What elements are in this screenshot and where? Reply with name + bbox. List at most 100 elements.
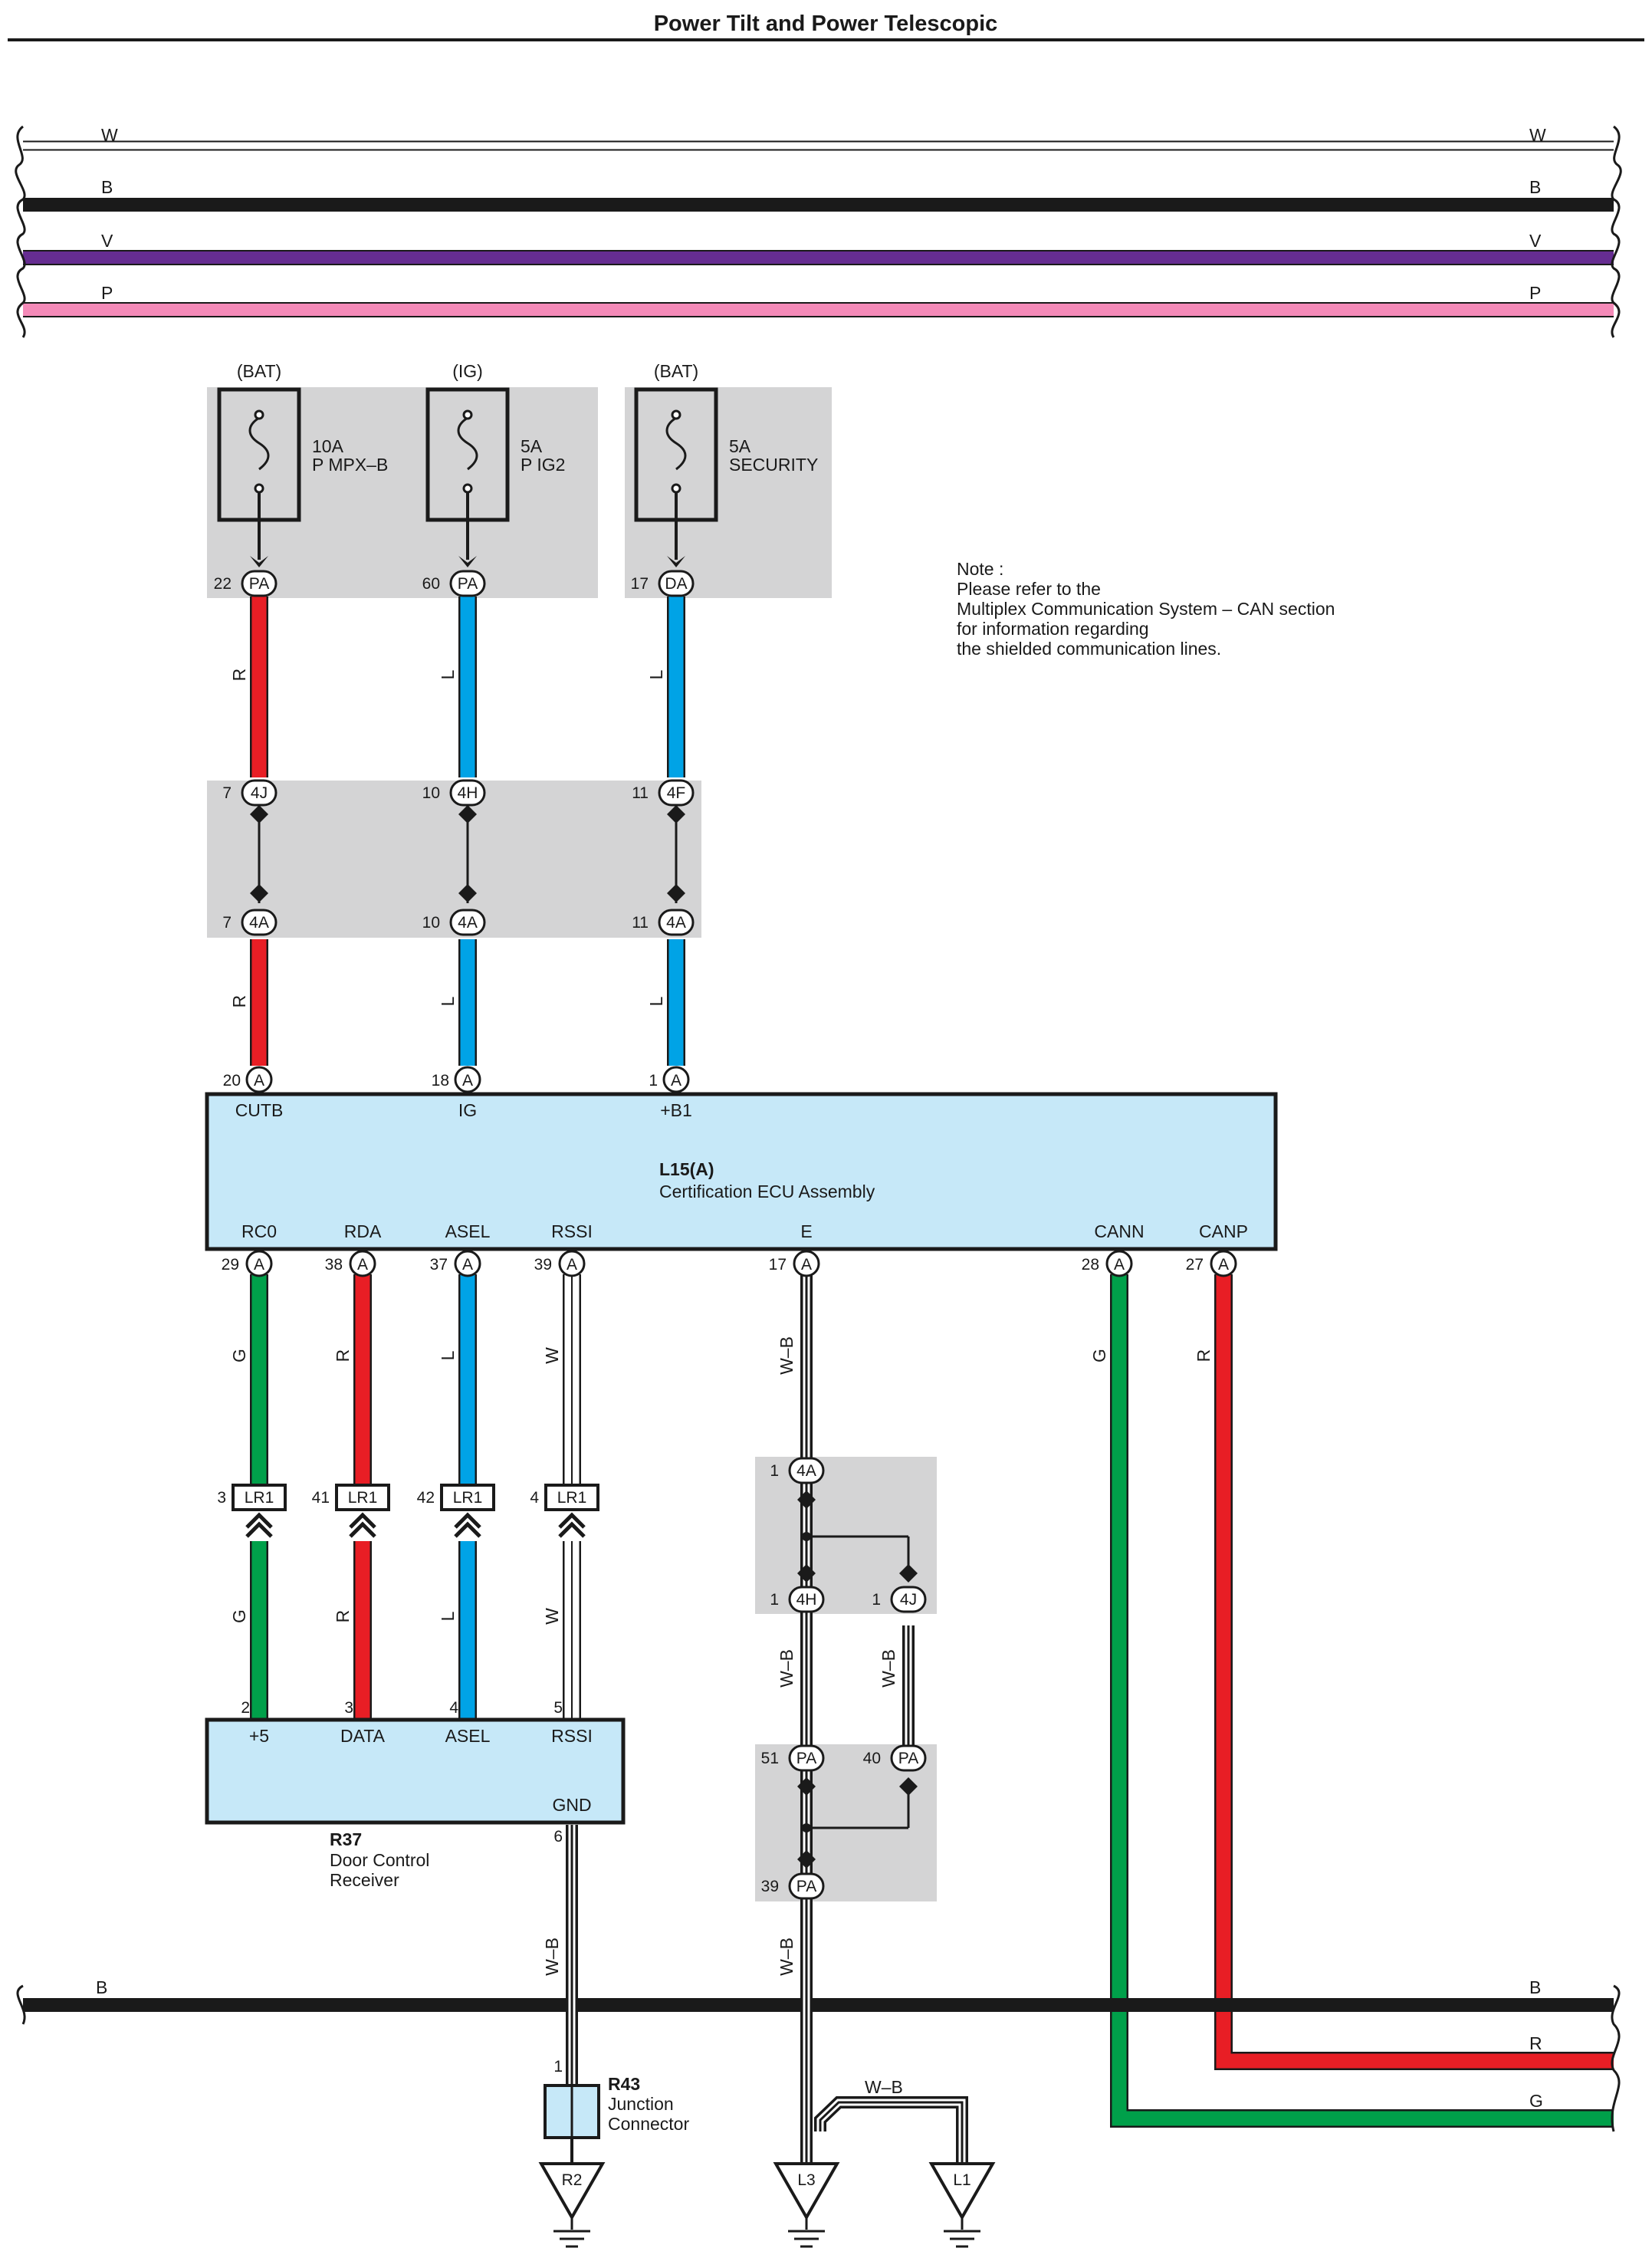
connector-code: A xyxy=(462,1072,473,1090)
pin-number: 1 xyxy=(553,2058,563,2076)
arrow-down-icon xyxy=(458,556,477,567)
chevron-down-icon xyxy=(250,884,268,902)
connector-code: A xyxy=(357,1256,368,1274)
fuse-element-icon xyxy=(665,416,687,471)
wire-color-label: R xyxy=(1194,1349,1214,1362)
ground-branch-l1: W–B xyxy=(814,2077,968,2164)
ecu-terminal-label: RSSI xyxy=(551,1221,593,1241)
wire-color-label: L xyxy=(646,996,666,1006)
lower-wires: G R L W W–B G R G R L W W–B W–B W–B W–B xyxy=(229,1274,1614,2208)
ecu-pin-e: A 17 xyxy=(769,1250,820,1277)
pin-number: 27 xyxy=(1186,1256,1204,1274)
fuse-source-label: (BAT) xyxy=(654,361,698,381)
upper-join-links xyxy=(250,805,685,903)
pin-number: 20 xyxy=(223,1072,241,1090)
pin-number: 18 xyxy=(432,1072,449,1090)
receiver-name-line-2: Receiver xyxy=(330,1870,399,1890)
ecu-body xyxy=(205,1092,1278,1251)
fuse-amp: 10A xyxy=(312,436,344,456)
pin-number: 3 xyxy=(217,1489,226,1507)
wire-color-label: R xyxy=(229,669,249,682)
ecu-top-pins: A 20 A 18 A 1 xyxy=(223,1066,690,1093)
connector-4f-11: 4F 11 xyxy=(632,779,695,807)
connector-code: A xyxy=(801,1256,812,1274)
pin-number: 1 xyxy=(770,1462,779,1480)
bus-label-b-left: B xyxy=(101,177,113,197)
splice-point xyxy=(802,1823,811,1832)
ground-connector-pa-39: PA 39 xyxy=(761,1872,825,1900)
ground-label: L3 xyxy=(797,2171,815,2189)
receiver-name-line-1: Door Control xyxy=(330,1850,429,1870)
chevron-up-icon xyxy=(899,1777,918,1796)
join-connectors: 4J 7 4H 10 4F 11 4A 7 4A 10 4A 11 xyxy=(222,779,695,936)
ecu-terminal-label: RDA xyxy=(344,1221,382,1241)
ground-l3: L3 xyxy=(773,2162,840,2248)
wire-color-label: W–B xyxy=(542,1938,562,1976)
note-line-2: Please refer to the xyxy=(957,579,1101,599)
pin-number: 6 xyxy=(553,1828,563,1846)
pin-number: 4 xyxy=(530,1489,539,1507)
pin-number: 1 xyxy=(649,1072,658,1090)
receiver-terminal-label: ASEL xyxy=(445,1726,491,1746)
door-control-receiver: 2 3 4 5 +5 DATA ASEL RSSI GND R37 Door C… xyxy=(205,1699,626,1890)
connector-code: 4A xyxy=(666,914,686,932)
wire-red-canp xyxy=(1216,1274,1614,2069)
pin-number: 28 xyxy=(1082,1256,1099,1274)
join-link-3 xyxy=(667,805,685,903)
ground-symbols: R2 L3 L1 xyxy=(538,2162,996,2248)
pin-number: 60 xyxy=(422,575,440,593)
ecu-terminal-label: CANN xyxy=(1094,1221,1144,1241)
ecu-pin-rc0: A 29 xyxy=(222,1250,273,1277)
pin-number: 41 xyxy=(312,1489,330,1507)
chevron-down-icon xyxy=(797,1850,816,1869)
ecu-pin-asel: A 37 xyxy=(430,1250,481,1277)
connector-code: 4A xyxy=(249,914,269,932)
ecu-terminal-label: +B1 xyxy=(660,1100,692,1120)
connector-code: A xyxy=(1114,1256,1125,1274)
pin-number: 10 xyxy=(422,784,440,802)
connector-code: A xyxy=(254,1256,264,1274)
pin-number: 5 xyxy=(553,1699,563,1717)
pin-number: 42 xyxy=(417,1489,435,1507)
connector-code: PA xyxy=(458,575,478,593)
pin-number: 22 xyxy=(214,575,232,593)
pin-number: 29 xyxy=(222,1256,239,1274)
wire-color-label: L xyxy=(438,1611,458,1621)
ecu-pin-canp: A 27 xyxy=(1186,1250,1237,1277)
ground-icon xyxy=(773,2162,840,2221)
bus-label-v-left: V xyxy=(101,231,113,251)
ecu-pin-cann: A 28 xyxy=(1082,1250,1133,1277)
ecu-reference: L15(A) xyxy=(659,1159,714,1179)
lr1-pin-3: LR1 3 xyxy=(217,1484,287,1538)
connector-code: A xyxy=(462,1256,473,1274)
ecu-pin-rssi: A 39 xyxy=(534,1250,586,1277)
fuses: (BAT) 10A P MPX–B (IG) 5A P IG2 (BAT) xyxy=(217,361,818,560)
connector-chevron-icon xyxy=(558,1512,586,1538)
ecu-bottom-pins: A 29 A 38 A 37 A 39 A 17 A 28 xyxy=(222,1250,1237,1277)
fuse-source-label: (IG) xyxy=(452,361,483,381)
junction-name-line-2: Connector xyxy=(608,2114,689,2134)
ecu-terminal-label: RC0 xyxy=(241,1221,277,1241)
pin-number: 11 xyxy=(632,784,649,802)
wire-color-label: L xyxy=(438,1350,458,1360)
fuse-amp: 5A xyxy=(729,436,751,456)
join-link-1 xyxy=(250,805,268,903)
ecu-pin-rda: A 38 xyxy=(325,1250,376,1277)
connector-code: LR1 xyxy=(557,1489,587,1507)
pin-number: 1 xyxy=(770,1591,779,1609)
break-mark-right xyxy=(1611,1984,1621,2132)
chevron-down-icon xyxy=(899,1564,918,1583)
connector-code: 4H xyxy=(796,1591,817,1609)
ground-connector-4j: 4J 1 xyxy=(872,1586,927,1613)
wire-color-label: L xyxy=(646,669,666,679)
wire-color-label: R xyxy=(229,995,249,1008)
bus-label-w-right: W xyxy=(1529,125,1546,145)
ground-connector-4h: 4H 1 xyxy=(770,1586,825,1613)
pin-number: 38 xyxy=(325,1256,343,1274)
connector-code: DA xyxy=(665,575,687,593)
connector-code: 4A xyxy=(458,914,478,932)
chevron-down-icon xyxy=(667,884,685,902)
receiver-ground-wire: 6 xyxy=(553,1825,578,2085)
ground-connector-pa-51: PA 51 xyxy=(761,1744,825,1772)
chevron-up-icon xyxy=(797,1491,816,1509)
